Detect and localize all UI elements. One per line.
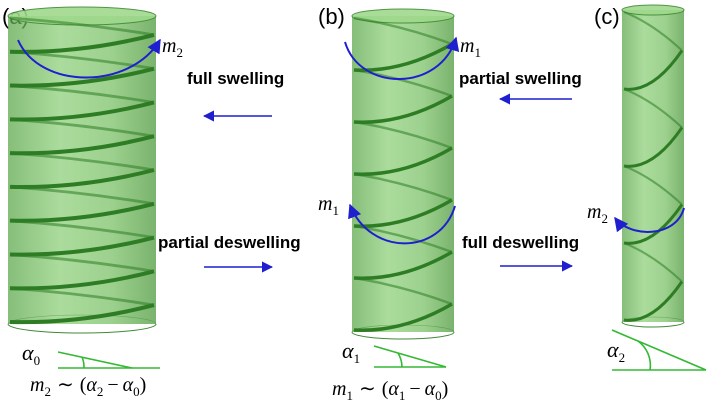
helix-turn-back [9,253,155,273]
cylinder-a [7,6,157,334]
helix-turn-back [9,117,155,138]
helix-turn-front [353,94,453,124]
cylinder-b [351,8,455,340]
helix-turn-front [9,303,155,325]
helix-turn-back [623,165,683,206]
helix-turn-front [353,146,453,176]
panel-c-label: (c) [594,4,620,29]
helix-turn-back [9,219,155,239]
partial-deswelling-label: partial deswelling [158,233,301,252]
angle-diagram-a [57,351,160,369]
helix-turn-front [353,250,453,280]
helix-turn-back [353,172,453,202]
helix-turn-front [623,126,684,168]
helix-c [623,11,684,322]
helix-turn-back [623,242,683,283]
moment-arrow-a [17,38,161,79]
helix-turn-front [623,280,684,322]
moment-label-a: m2 [162,35,183,60]
full-deswelling-label: full deswelling [462,233,579,252]
helix-turn-back [9,185,155,206]
angle-diagram-b [373,345,447,368]
angle-diagram-c [611,329,707,371]
helix-turn-back [353,120,453,150]
formula-b: m1∼(α1−α0) [332,378,448,403]
helix-turn-back [9,151,155,172]
helix-turn-front [353,42,453,72]
moment-arrow-b-mid [348,203,456,245]
full-swelling-label: full swelling [187,69,284,88]
helix-turn-back [353,276,453,306]
angle-label-c: α2 [607,337,625,365]
angle-label-b: α1 [342,338,360,366]
helix-turn-back [353,16,453,46]
moment-arrow-c [614,207,685,233]
moment-arrow-b-top [344,36,460,80]
cylinder-c [621,4,685,328]
helix-turn-back [623,11,683,52]
formula-a: m2∼(α2−α0) [30,374,146,399]
angle-label-a: α0 [22,340,40,368]
helix-turn-back [353,68,453,98]
partial-swelling-label: partial swelling [459,69,582,88]
helix-turn-front [623,203,684,245]
panel-b-label: (b) [318,4,345,29]
helix-turn-back [9,16,155,37]
helix-turn-back [9,286,155,307]
moment-label-b-top: m1 [460,35,481,60]
helix-turn-back [623,88,683,129]
helix-a [9,16,155,325]
helix-turn-front [623,49,684,91]
helix-turn-front [353,302,453,332]
helix-turn-back [9,84,155,104]
moment-label-c: m2 [587,201,608,226]
moment-label-b-mid: m1 [318,193,339,218]
